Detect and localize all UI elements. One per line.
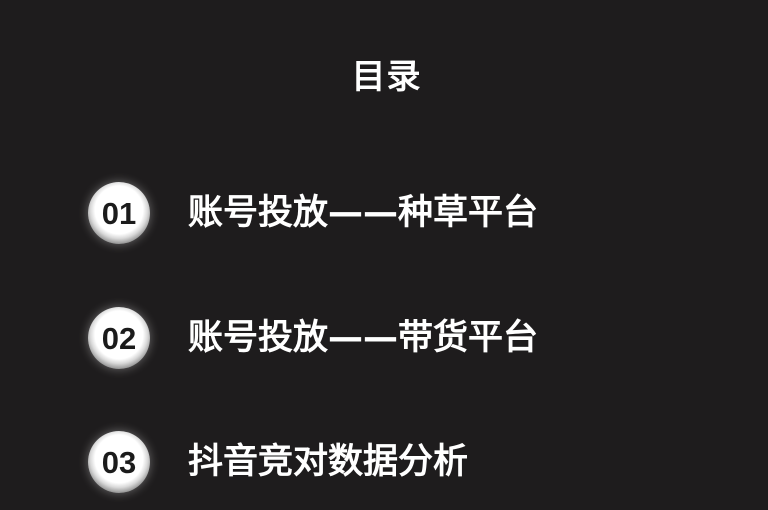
badge-number: 01 bbox=[101, 195, 137, 231]
toc-item-label: 账号投放——种草平台 bbox=[188, 193, 539, 233]
number-badge: 03 bbox=[88, 431, 150, 493]
badge-number: 03 bbox=[101, 444, 137, 480]
toc-item-2: 02 账号投放——带货平台 bbox=[88, 307, 538, 369]
toc-item-label: 抖音竞对数据分析 bbox=[188, 442, 469, 482]
number-badge: 02 bbox=[88, 307, 150, 369]
page-title: 目录 bbox=[351, 57, 422, 97]
number-badge: 01 bbox=[88, 182, 150, 244]
toc-item-label: 账号投放——带货平台 bbox=[188, 318, 539, 358]
toc-item-3: 03 抖音竞对数据分析 bbox=[88, 431, 468, 493]
toc-item-1: 01 账号投放——种草平台 bbox=[88, 182, 538, 244]
badge-number: 02 bbox=[101, 320, 137, 356]
